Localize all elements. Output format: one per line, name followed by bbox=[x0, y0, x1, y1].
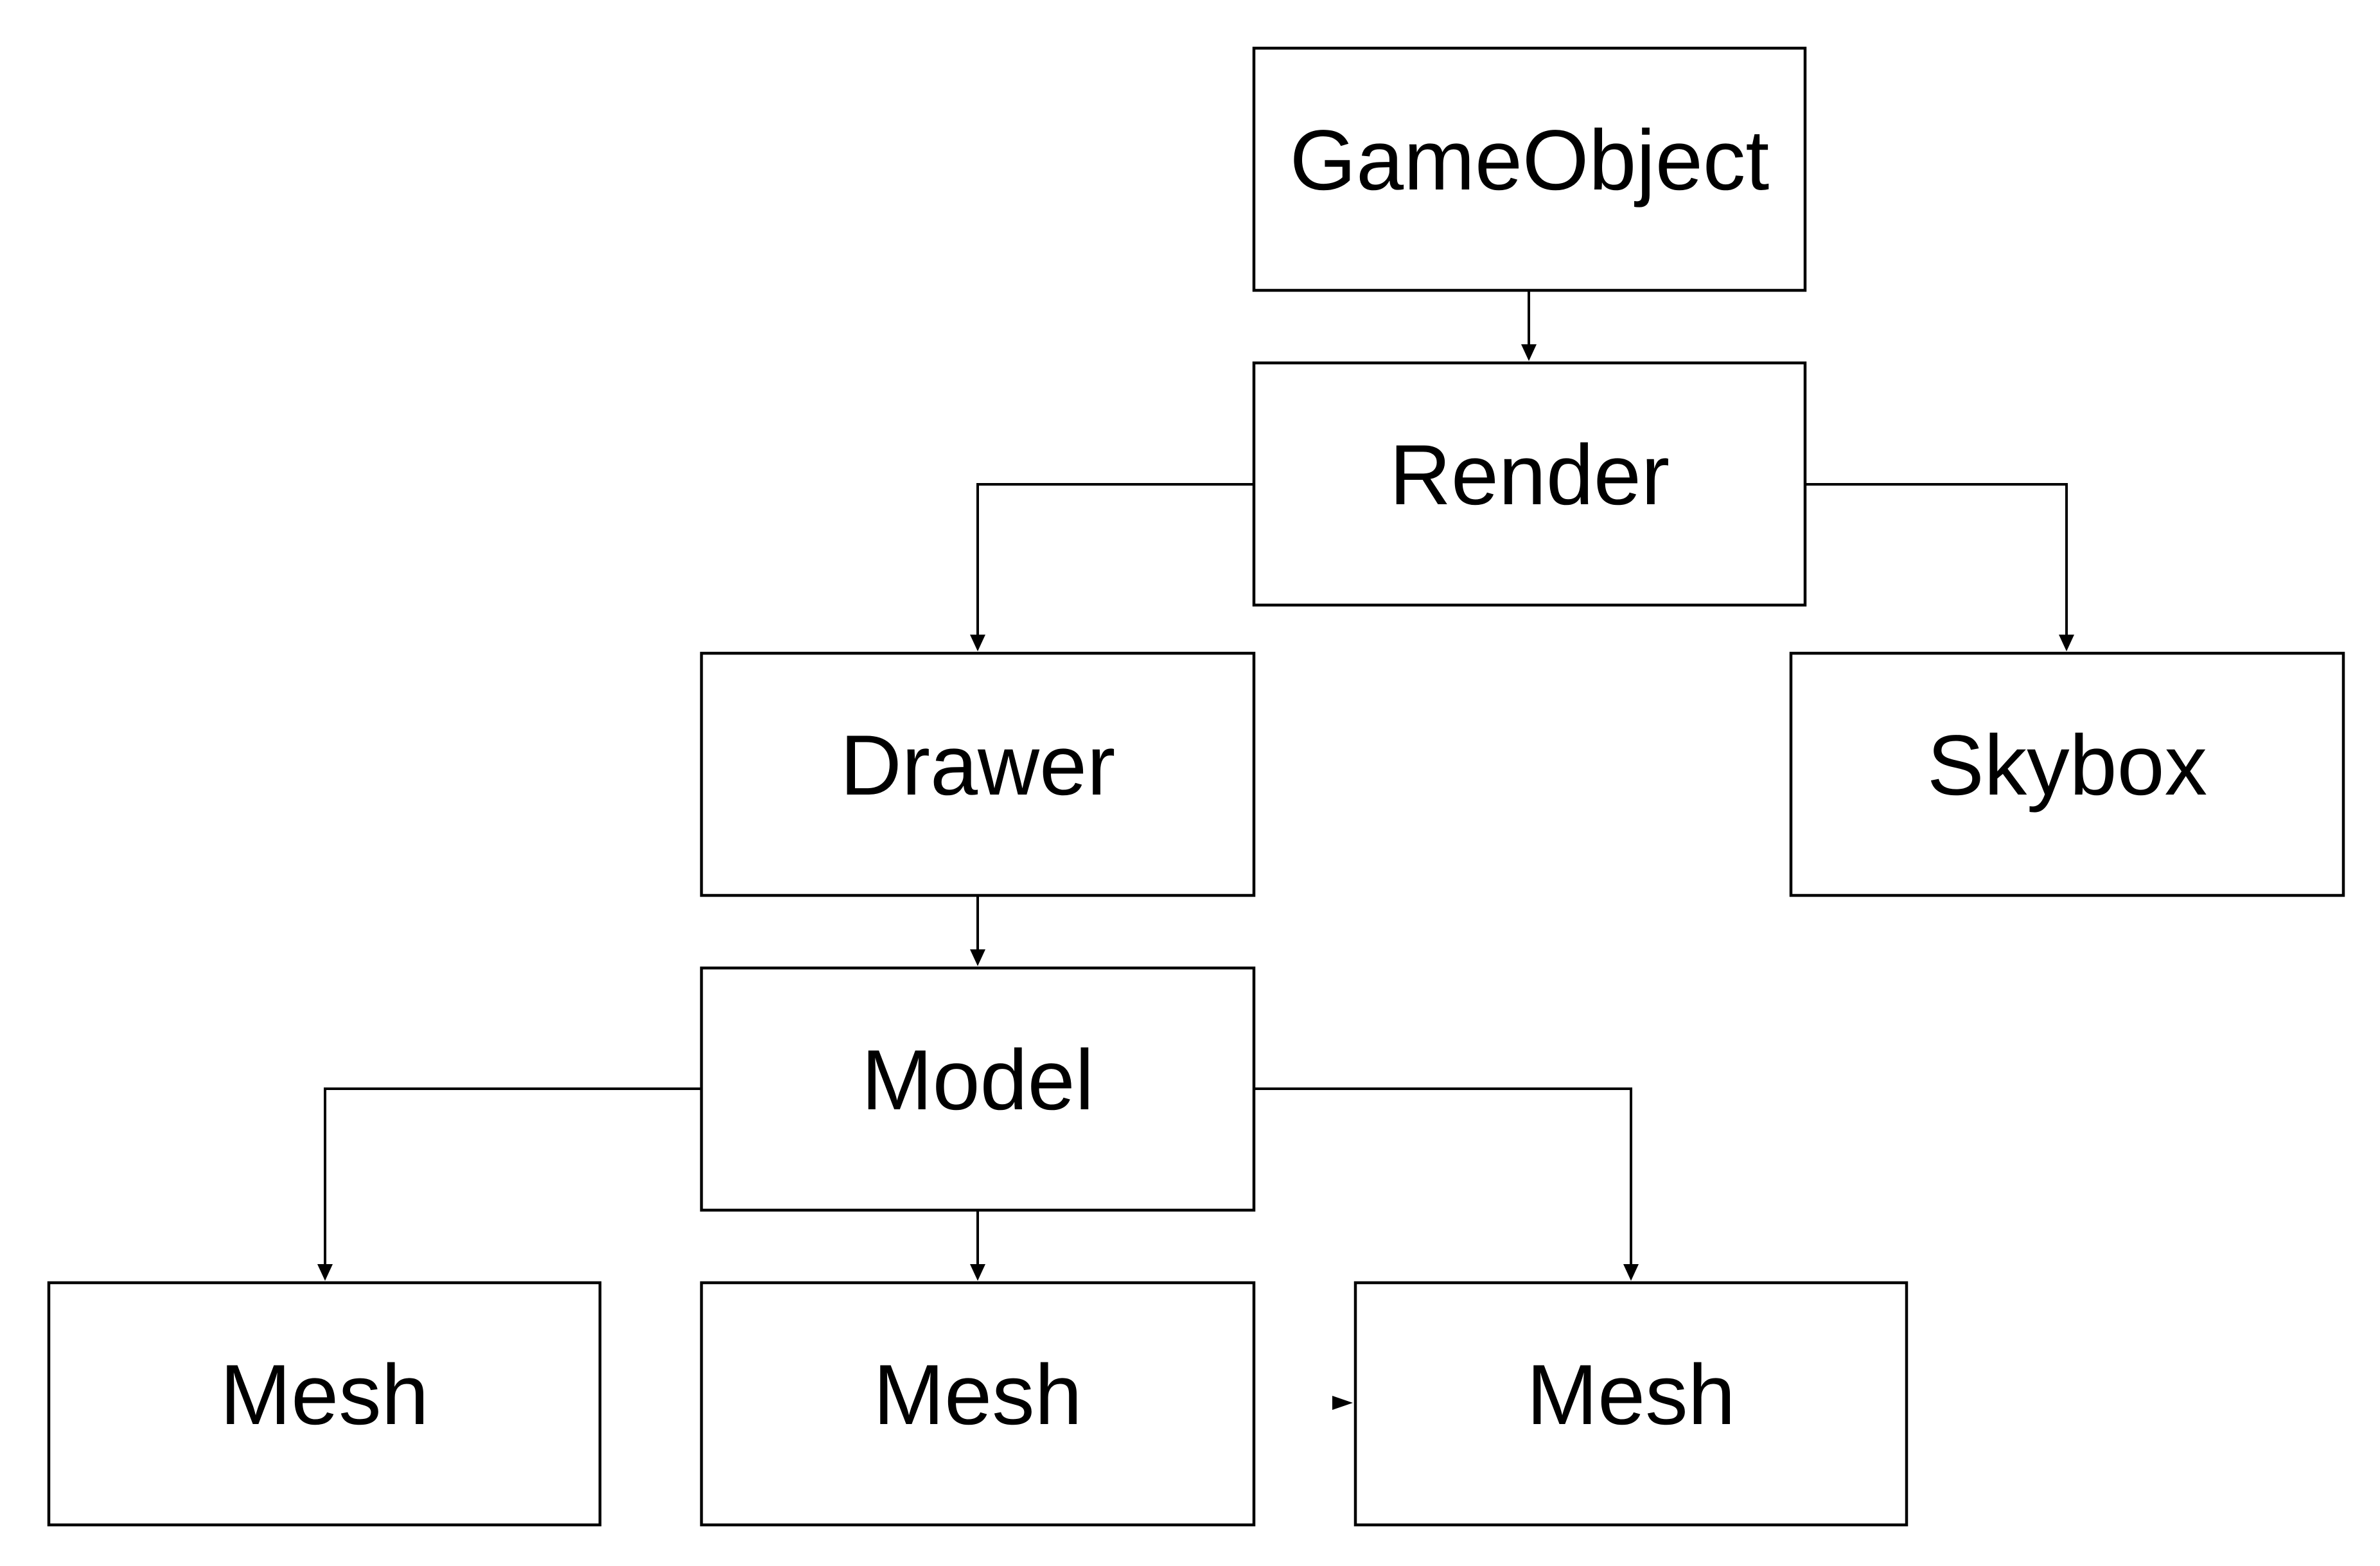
node-box bbox=[1353, 1281, 1908, 1527]
edge-render-drawer bbox=[976, 483, 1254, 636]
node-label: Model bbox=[861, 1033, 1094, 1128]
arrowhead-render bbox=[1521, 344, 1537, 361]
edge-render-skybox bbox=[1805, 483, 2068, 636]
node-label: Drawer bbox=[840, 718, 1116, 813]
node-box bbox=[1252, 46, 1807, 292]
node-box bbox=[700, 1281, 1256, 1527]
node-box bbox=[700, 966, 1256, 1212]
node-mesh-2: Mesh bbox=[700, 1281, 1256, 1527]
node-model: Model bbox=[700, 966, 1256, 1212]
connectors bbox=[317, 290, 2074, 1410]
arrowhead-skybox bbox=[2059, 635, 2074, 651]
node-label: GameObject bbox=[1290, 113, 1770, 208]
node-render: Render bbox=[1252, 361, 1807, 607]
node-box bbox=[47, 1281, 602, 1527]
node-mesh-1: Mesh bbox=[47, 1281, 602, 1527]
arrowhead-drawer bbox=[970, 635, 985, 651]
node-drawer: Drawer bbox=[700, 651, 1256, 897]
node-box bbox=[1252, 361, 1807, 607]
arrowhead-mesh-1 bbox=[317, 1264, 333, 1281]
node-label: Mesh bbox=[1526, 1348, 1735, 1443]
edge-model-mesh-3 bbox=[1254, 1087, 1632, 1265]
node-label: Mesh bbox=[220, 1348, 428, 1443]
edge-model-mesh-1 bbox=[324, 1087, 701, 1265]
node-gameobject: GameObject bbox=[1252, 46, 1807, 292]
arrowhead-mesh-2 bbox=[970, 1264, 985, 1281]
arrowhead-model bbox=[970, 949, 985, 966]
node-box bbox=[700, 651, 1256, 897]
node-mesh-3: Mesh bbox=[1353, 1281, 1908, 1527]
arrowhead-mesh-3 bbox=[1623, 1264, 1639, 1281]
node-label: Mesh bbox=[873, 1348, 1082, 1443]
node-label: Render bbox=[1389, 428, 1670, 523]
node-skybox: Skybox bbox=[1789, 651, 2345, 897]
node-box bbox=[1789, 651, 2345, 897]
stray-arrowhead bbox=[1332, 1396, 1353, 1410]
node-label: Skybox bbox=[1927, 718, 2207, 813]
